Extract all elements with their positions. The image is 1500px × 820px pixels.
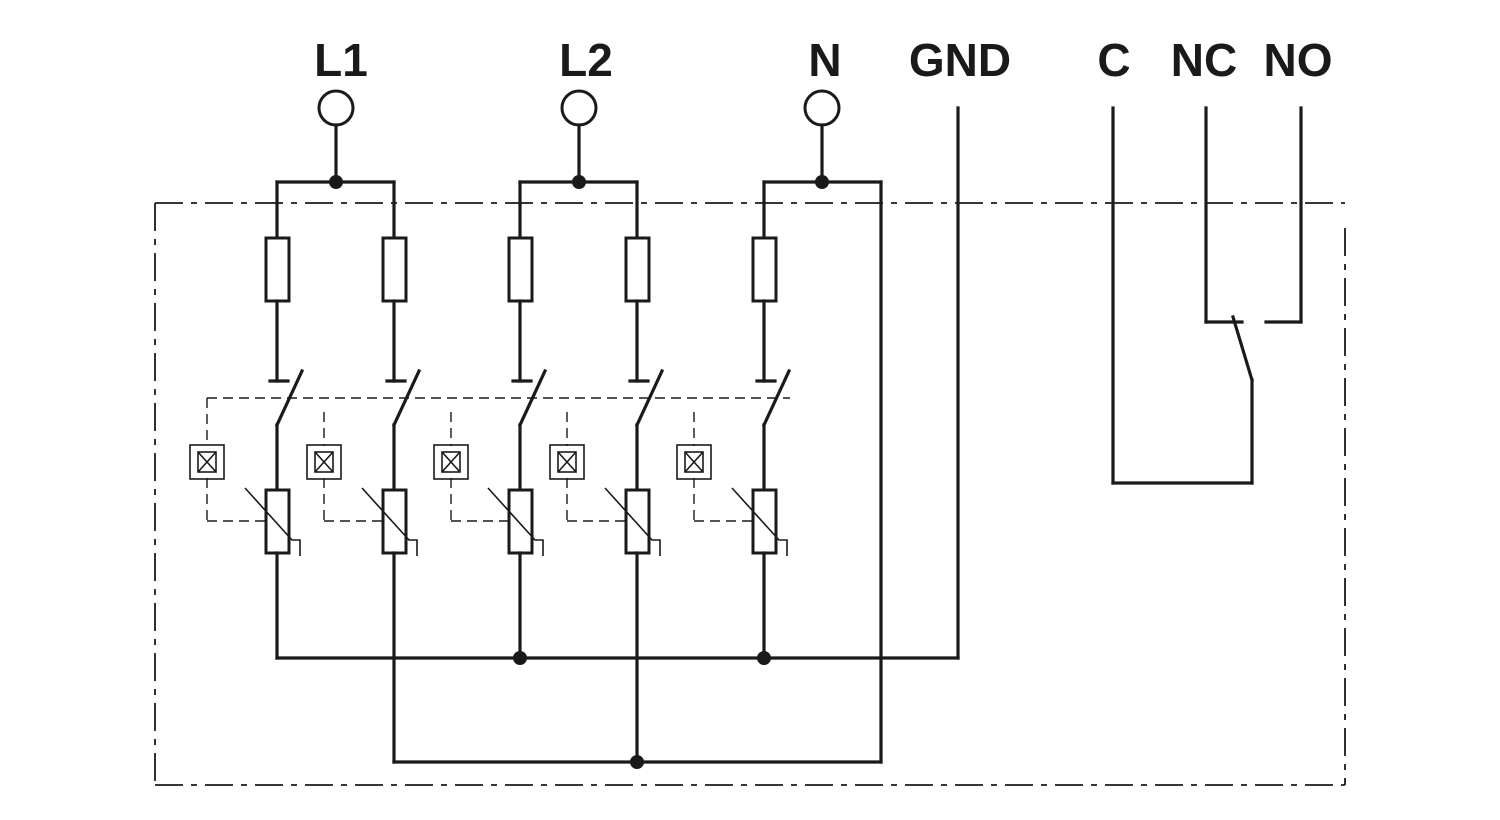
top-bus-bars <box>275 175 883 189</box>
status-indicator-3 <box>433 444 469 480</box>
varistor-4 <box>624 488 651 555</box>
enclosure-boundary <box>154 202 1346 786</box>
fuse-1 <box>264 236 291 303</box>
fuse-2 <box>381 236 408 303</box>
remote-signal-contact <box>1111 106 1303 485</box>
terminal-label-l2: L2 <box>559 34 613 86</box>
terminal-label-n: N <box>808 34 841 86</box>
fuse-4 <box>624 236 651 303</box>
terminal-label-l1: L1 <box>314 34 368 86</box>
varistor-2 <box>381 488 408 555</box>
status-indicator-5 <box>676 444 712 480</box>
branch-3 <box>487 180 548 660</box>
terminal-l1 <box>317 89 355 184</box>
varistor-5 <box>751 488 778 555</box>
branch-1 <box>244 180 305 660</box>
terminal-label-gnd: GND <box>909 34 1011 86</box>
varistor-1 <box>264 488 291 555</box>
neutral-pe-bus <box>392 755 883 769</box>
status-indicator-4 <box>549 444 585 480</box>
terminal-n <box>803 89 841 184</box>
terminal-l2 <box>560 89 598 184</box>
gnd-bus <box>275 106 960 665</box>
branch-5 <box>731 180 792 660</box>
branch-2 <box>361 180 422 764</box>
status-indicator-2 <box>306 444 342 480</box>
fuse-3 <box>507 236 534 303</box>
branch-4 <box>604 180 665 764</box>
terminal-label-nc: NC <box>1171 34 1237 86</box>
varistor-3 <box>507 488 534 555</box>
terminal-label-no: NO <box>1264 34 1333 86</box>
status-indicator-1 <box>189 444 225 480</box>
thermal-linkage <box>206 397 790 522</box>
fuse-5 <box>751 236 778 303</box>
terminal-label-c: C <box>1097 34 1130 86</box>
